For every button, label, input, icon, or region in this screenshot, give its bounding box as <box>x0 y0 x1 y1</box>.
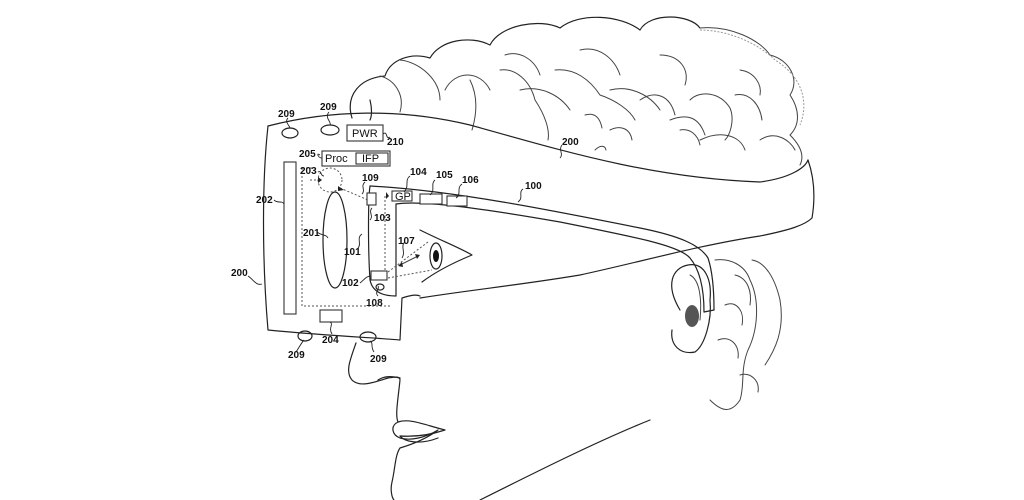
lens-201 <box>322 191 348 289</box>
glasses-components: GP <box>366 190 468 291</box>
brain-outline <box>349 16 805 166</box>
temple-top <box>369 185 715 311</box>
eye-lids <box>419 229 473 283</box>
strap-lower-edge <box>419 159 815 299</box>
ref-202: 202 <box>256 195 273 206</box>
component-204 <box>319 309 343 323</box>
reference-labels: 209 209 210 205 203 109 104 105 106 100 … <box>231 102 579 365</box>
leader-lines <box>247 111 563 353</box>
hmd-housing: PWR Proc IFP <box>262 124 421 343</box>
pwr-box <box>346 124 384 142</box>
ref-106: 106 <box>462 175 479 186</box>
sensor-209-d <box>359 331 377 343</box>
head-strap <box>267 112 815 299</box>
ifp-box <box>355 152 389 165</box>
earpiece-speaker <box>685 305 699 327</box>
gp-label: GP <box>395 191 411 203</box>
ref-103: 103 <box>374 213 391 224</box>
face-profile <box>348 342 439 500</box>
ref-209-d: 209 <box>370 354 387 365</box>
ref-104: 104 <box>410 167 427 178</box>
forehead-line <box>369 99 373 121</box>
ref-204: 204 <box>322 335 339 346</box>
ref-209-c: 209 <box>288 350 305 361</box>
display-panel-202 <box>283 161 297 315</box>
camera-102 <box>370 270 388 281</box>
eyeglasses <box>367 185 715 313</box>
sensor-209-b <box>320 124 340 136</box>
ref-200-left: 200 <box>231 268 248 279</box>
gp-box <box>391 190 413 202</box>
ref-105: 105 <box>436 170 453 181</box>
component-108 <box>375 283 385 291</box>
temple-tip <box>703 309 715 313</box>
component-105 <box>419 193 443 205</box>
upper-lip <box>397 420 446 437</box>
sensor-209-a <box>281 127 299 139</box>
ref-200-top: 200 <box>562 137 579 148</box>
ref-101: 101 <box>344 247 361 258</box>
ref-201: 201 <box>303 228 320 239</box>
ref-210: 210 <box>387 137 404 148</box>
ref-107: 107 <box>398 236 415 247</box>
component-109 <box>366 192 377 206</box>
temple-bottom <box>395 202 705 313</box>
ref-205: 205 <box>299 149 316 160</box>
lower-lip <box>399 435 439 443</box>
eye <box>419 229 473 283</box>
component-106 <box>446 195 468 207</box>
ref-108: 108 <box>366 298 383 309</box>
ear-outline <box>671 264 711 354</box>
head-outline <box>348 99 651 500</box>
ref-102: 102 <box>342 278 359 289</box>
ref-209-a: 209 <box>278 109 295 120</box>
proc-label: Proc <box>325 153 348 165</box>
ref-203: 203 <box>300 166 317 177</box>
ref-100: 100 <box>525 181 542 192</box>
ref-209-b: 209 <box>320 102 337 113</box>
ear-area <box>671 259 782 410</box>
jawline <box>479 419 651 500</box>
sensor-209-c <box>297 330 313 342</box>
pupil <box>433 250 439 262</box>
ref-109: 109 <box>362 173 379 184</box>
ifp-label: IFP <box>362 153 379 165</box>
nostril <box>377 376 401 381</box>
pwr-label: PWR <box>352 128 378 140</box>
eyeball <box>429 242 443 270</box>
